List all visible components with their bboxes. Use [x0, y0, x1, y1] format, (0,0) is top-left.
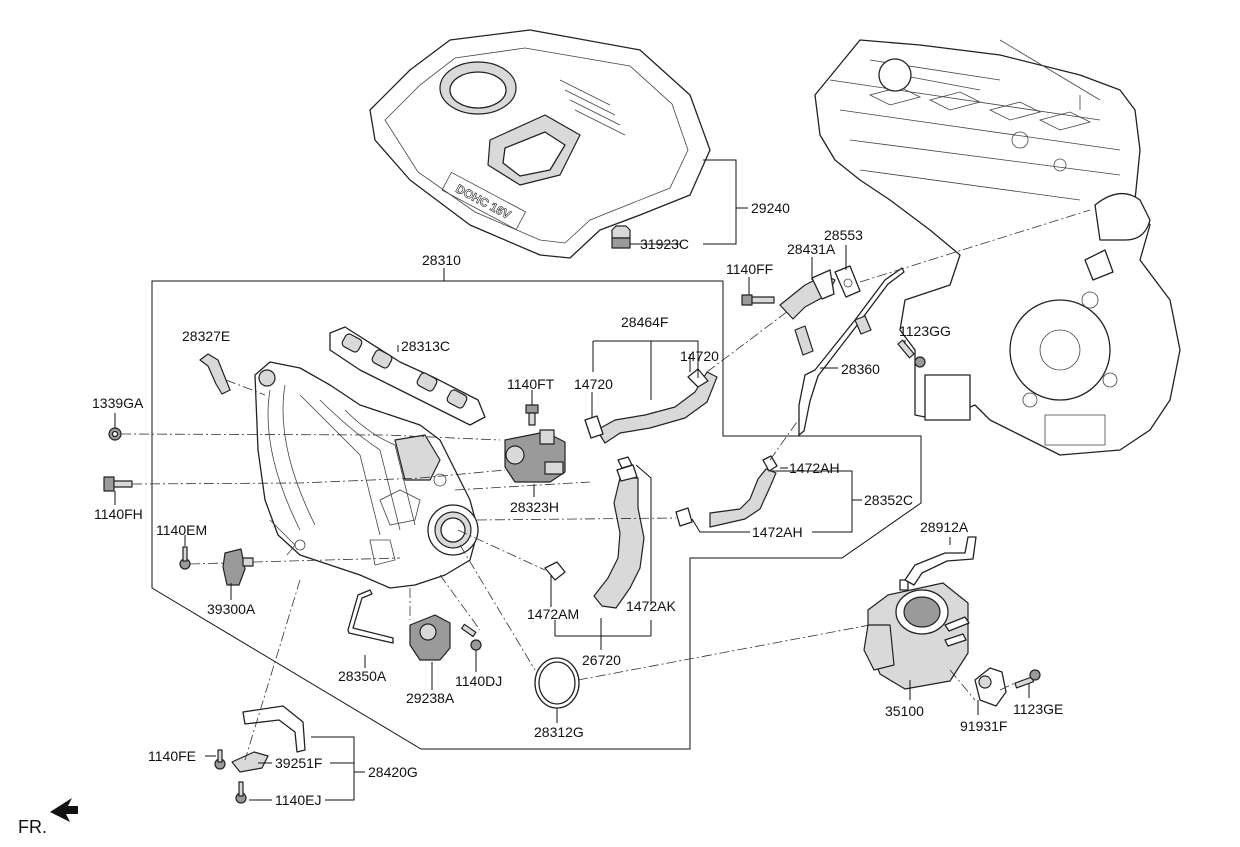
label-1123GG: 1123GG — [899, 323, 951, 339]
bracket-28420G-drawing — [231, 705, 306, 773]
label-1140DJ: 1140DJ — [455, 673, 502, 689]
label-39251F: 39251F — [275, 755, 322, 771]
front-direction-indicator: FR. — [18, 798, 78, 837]
intake-manifold-drawing — [254, 361, 479, 589]
label-14720-right: 14720 — [680, 348, 719, 364]
gasket-28553-drawing — [834, 265, 861, 298]
label-1339GA: 1339GA — [92, 395, 144, 411]
bolt-1123GE-drawing — [1014, 669, 1041, 689]
label-1472AM: 1472AM — [527, 606, 579, 622]
bolt-1140FH-drawing — [103, 476, 133, 492]
label-28431A: 28431A — [787, 241, 836, 257]
bolt-1140FT-drawing — [525, 404, 539, 426]
label-39300A: 39300A — [207, 601, 256, 617]
label-28360: 28360 — [841, 361, 880, 377]
label-28352C: 28352C — [864, 492, 913, 508]
label-28553: 28553 — [824, 227, 863, 243]
bolt-1140EM-drawing — [179, 546, 191, 570]
bolt-1140DJ-drawing — [460, 623, 482, 651]
engine-block-drawing — [814, 39, 1181, 456]
pcv-hose-drawing — [199, 353, 231, 395]
hose-28352C-drawing — [675, 455, 778, 528]
label-1140FT: 1140FT — [507, 376, 555, 392]
control-valve-28323H-drawing — [504, 429, 566, 483]
hose-28464F-drawing — [584, 368, 718, 444]
bolt-1140EJ-drawing — [235, 781, 247, 804]
bracket-91931F-drawing — [974, 667, 1007, 707]
label-1123GE: 1123GE — [1013, 701, 1063, 717]
label-28327E: 28327E — [182, 328, 230, 344]
label-35100: 35100 — [885, 703, 924, 719]
label-26720: 26720 — [582, 652, 621, 668]
front-label: FR. — [18, 817, 47, 837]
engine-cover-drawing: DOHC 16V — [369, 29, 711, 259]
bolt-1140FF-drawing — [741, 294, 775, 306]
hose-28912A-drawing — [904, 536, 977, 586]
label-1472AK: 1472AK — [626, 598, 676, 614]
label-28912A: 28912A — [920, 519, 969, 535]
label-1140FF: 1140FF — [726, 261, 773, 277]
label-28464F: 28464F — [621, 314, 668, 330]
label-28420G: 28420G — [368, 764, 418, 780]
label-28323H: 28323H — [510, 499, 559, 515]
label-31923C: 31923C — [640, 236, 689, 252]
label-1140EJ: 1140EJ — [275, 792, 321, 808]
front-arrow-icon — [50, 798, 78, 822]
bolt-1140FE-drawing — [214, 749, 226, 770]
sensor-39300A-drawing — [222, 548, 254, 586]
label-1472AH-top: 1472AH — [789, 460, 840, 476]
pipe-28360-drawing — [794, 267, 905, 436]
label-28312G: 28312G — [534, 724, 584, 740]
label-29238A: 29238A — [406, 690, 455, 706]
label-1140FH: 1140FH — [94, 506, 143, 522]
label-28313C: 28313C — [401, 338, 450, 354]
throttle-body-35100-drawing — [863, 579, 970, 690]
label-1140FE: 1140FE — [148, 748, 196, 764]
label-1140EM: 1140EM — [156, 522, 207, 538]
nut-1339GA-drawing — [108, 427, 122, 441]
label-1472AH-bottom: 1472AH — [752, 524, 803, 540]
label-29240: 29240 — [751, 200, 790, 216]
grommet-31923C-drawing — [611, 225, 631, 249]
hose-26720-drawing — [544, 456, 645, 609]
water-outlet-28431A-drawing — [779, 269, 836, 320]
label-14720-left: 14720 — [574, 376, 613, 392]
pipe-28350A-drawing — [347, 589, 394, 644]
label-28310: 28310 — [422, 252, 461, 268]
label-91931F: 91931F — [960, 718, 1007, 734]
label-28350A: 28350A — [338, 668, 387, 684]
assembly-boundary-28310 — [151, 280, 922, 750]
manifold-gasket-drawing — [329, 326, 486, 426]
actuator-29238A-drawing — [409, 614, 451, 661]
gasket-ring-28312G-drawing — [534, 657, 580, 709]
bolt-1123GG-drawing — [897, 339, 926, 368]
